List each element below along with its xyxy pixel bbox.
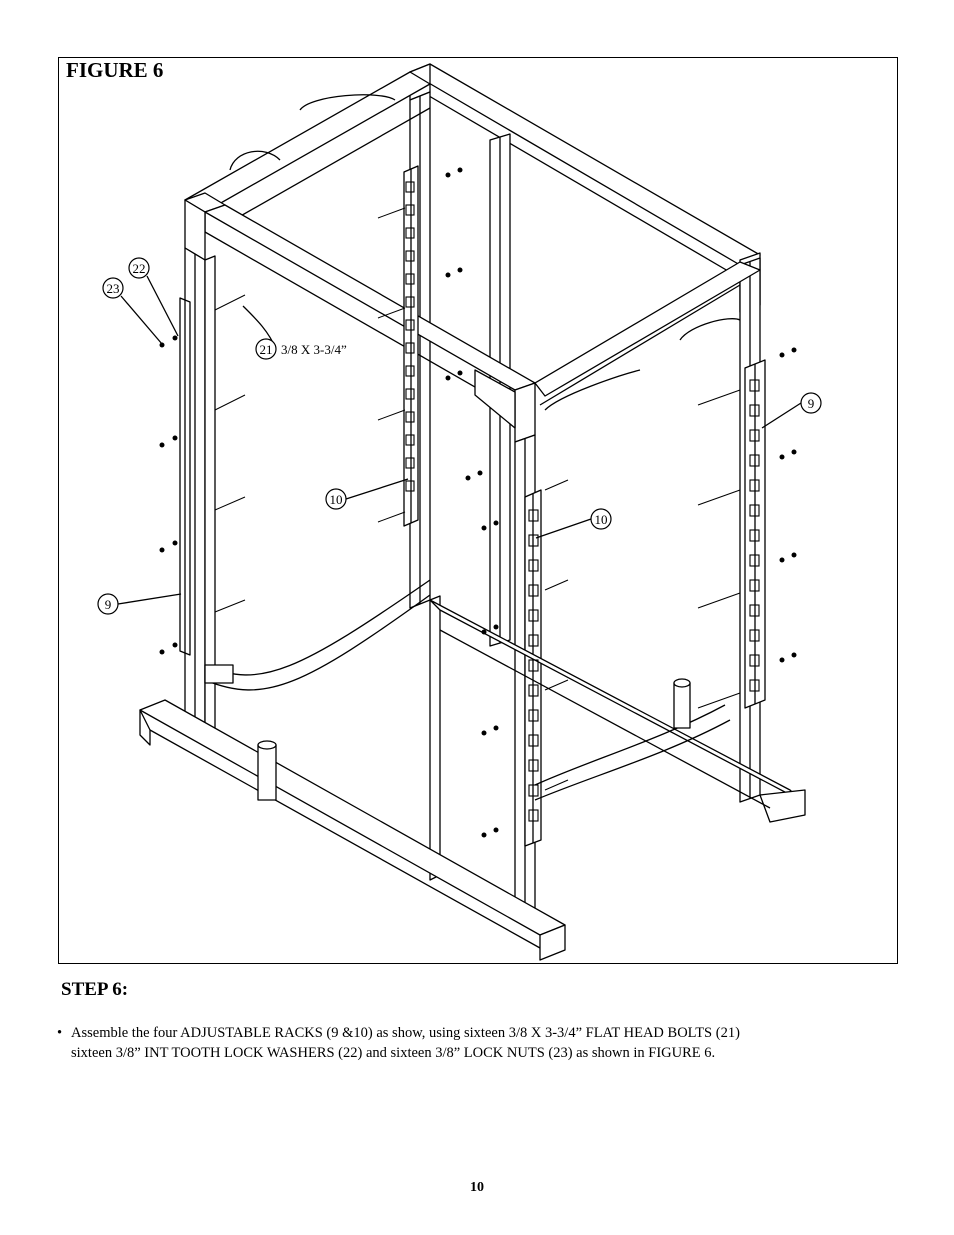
- bolts: [214, 207, 741, 791]
- callout-9-left-circle: [97, 593, 119, 615]
- adjustable-rack-9-left: [179, 297, 191, 656]
- leader-lines: [117, 275, 802, 605]
- right-top-beam: [534, 261, 761, 406]
- front-rack-holes: [528, 509, 539, 822]
- left-top-beam: [184, 71, 431, 261]
- right-rack-holes: [749, 379, 760, 692]
- callout-labels: 22 23 21 10 10 9 9: [105, 261, 815, 612]
- rack-holes: [405, 181, 760, 822]
- figure-frame: [58, 57, 898, 964]
- pull-up-handles: [229, 94, 741, 411]
- rear-top-frame: [409, 63, 761, 313]
- front-top-beam: [204, 204, 536, 443]
- base-frame: [139, 599, 806, 961]
- callout-circles: [97, 257, 822, 615]
- callout-23-circle: [102, 277, 124, 299]
- callout-9-right-circle: [800, 392, 822, 414]
- callout-10-right: 10: [595, 512, 608, 527]
- bullet: •: [57, 1025, 63, 1041]
- callout-10-left: 10: [330, 492, 343, 507]
- callout-21: 21: [260, 342, 273, 357]
- adjustable-rack-9-right: [744, 359, 766, 709]
- spotter-arm-left: [204, 579, 431, 691]
- step-title: STEP 6:: [61, 979, 129, 1000]
- callout-21-circle: [255, 338, 277, 360]
- figure-title: FIGURE 6: [66, 58, 164, 82]
- instruction-line-1: Assemble the four ADJUSTABLE RACKS (9 &1…: [71, 1025, 740, 1041]
- page-number: 10: [470, 1180, 484, 1195]
- callout-22: 22: [133, 261, 146, 276]
- adjustable-rack-10-front: [524, 489, 542, 847]
- rear-left-upright: [409, 91, 511, 881]
- rear-rack-holes: [405, 181, 415, 492]
- nuts: [159, 167, 797, 838]
- callout-9-right: 9: [808, 396, 815, 411]
- callout-9-left: 9: [105, 597, 112, 612]
- callout-21-spec: 3/8 X 3-3/4”: [281, 342, 347, 357]
- callout-10-left-circle: [325, 488, 347, 510]
- step-instructions: • Assemble the four ADJUSTABLE RACKS (9 …: [57, 1023, 817, 1063]
- callout-10-right-circle: [590, 508, 612, 530]
- callout-22-circle: [128, 257, 150, 279]
- instruction-line-2: sixteen 3/8” INT TOOTH LOCK WASHERS (22)…: [71, 1045, 716, 1061]
- weight-horns: [257, 678, 691, 801]
- callout-23: 23: [107, 281, 120, 296]
- spotter-arm-right: [534, 704, 731, 801]
